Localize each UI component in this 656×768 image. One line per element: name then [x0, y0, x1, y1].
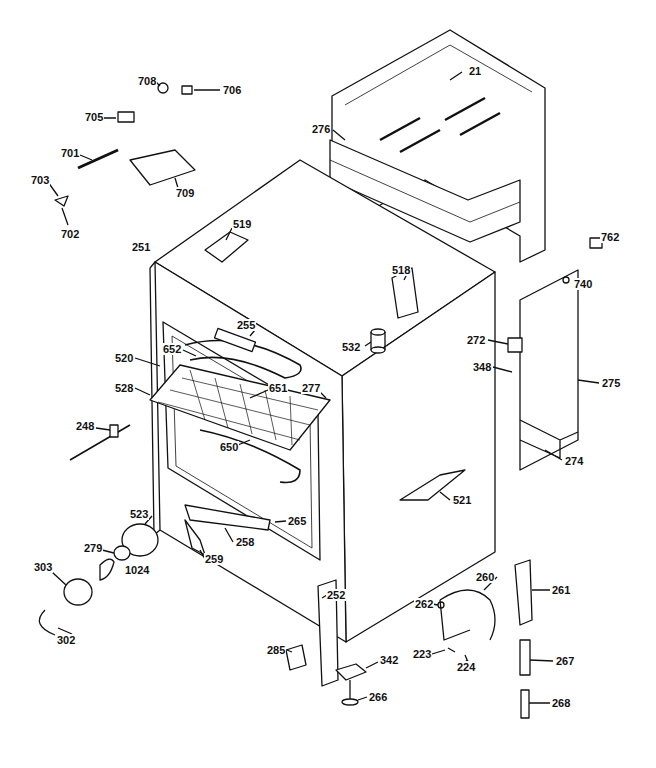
callout-number: 223: [412, 648, 432, 660]
callout-number: 285: [266, 644, 286, 656]
callout-number: 701: [60, 147, 80, 159]
callout-number: 248: [75, 420, 95, 432]
callout-number: 260: [475, 571, 495, 583]
callout-number: 274: [564, 455, 584, 467]
callout-number: 267: [555, 655, 575, 667]
callout-number: 709: [175, 187, 195, 199]
callout-number: 266: [368, 691, 388, 703]
callout-number: 521: [452, 494, 472, 506]
callout-number: 277: [301, 382, 321, 394]
callout-number: 528: [114, 382, 134, 394]
callout-number: 259: [204, 553, 224, 565]
callout-number: 523: [129, 508, 149, 520]
callout-number: 255: [236, 319, 256, 331]
callout-number: 705: [84, 111, 104, 123]
callout-number: 252: [326, 589, 346, 601]
callout-number: 251: [131, 241, 151, 253]
callout-number: 348: [472, 361, 492, 373]
callout-number: 652: [162, 343, 182, 355]
callout-number: 279: [83, 542, 103, 554]
callout-number: 740: [573, 278, 593, 290]
callout-number: 258: [235, 536, 255, 548]
callout-number: 265: [287, 515, 307, 527]
callout-number: 303: [33, 561, 53, 573]
callout-number: 1024: [124, 564, 150, 576]
callout-number: 224: [456, 661, 476, 673]
callout-number: 702: [60, 228, 80, 240]
callout-number: 762: [600, 231, 620, 243]
callout-number: 519: [232, 218, 252, 230]
callout-number: 706: [222, 84, 242, 96]
callout-number: 302: [56, 634, 76, 646]
callout-number: 650: [219, 441, 239, 453]
callout-number: 21: [468, 65, 482, 77]
callout-number: 703: [30, 174, 50, 186]
callout-number: 272: [466, 334, 486, 346]
callout-number: 268: [551, 697, 571, 709]
callout-number: 261: [551, 584, 571, 596]
callout-number: 275: [601, 377, 621, 389]
callout-number: 520: [114, 352, 134, 364]
callout-number: 518: [391, 264, 411, 276]
callout-number: 342: [379, 654, 399, 666]
callout-number: 532: [341, 341, 361, 353]
callout-number: 262: [414, 598, 434, 610]
callout-number: 708: [137, 75, 157, 87]
callout-number: 276: [311, 123, 331, 135]
callout-number: 651: [268, 382, 288, 394]
